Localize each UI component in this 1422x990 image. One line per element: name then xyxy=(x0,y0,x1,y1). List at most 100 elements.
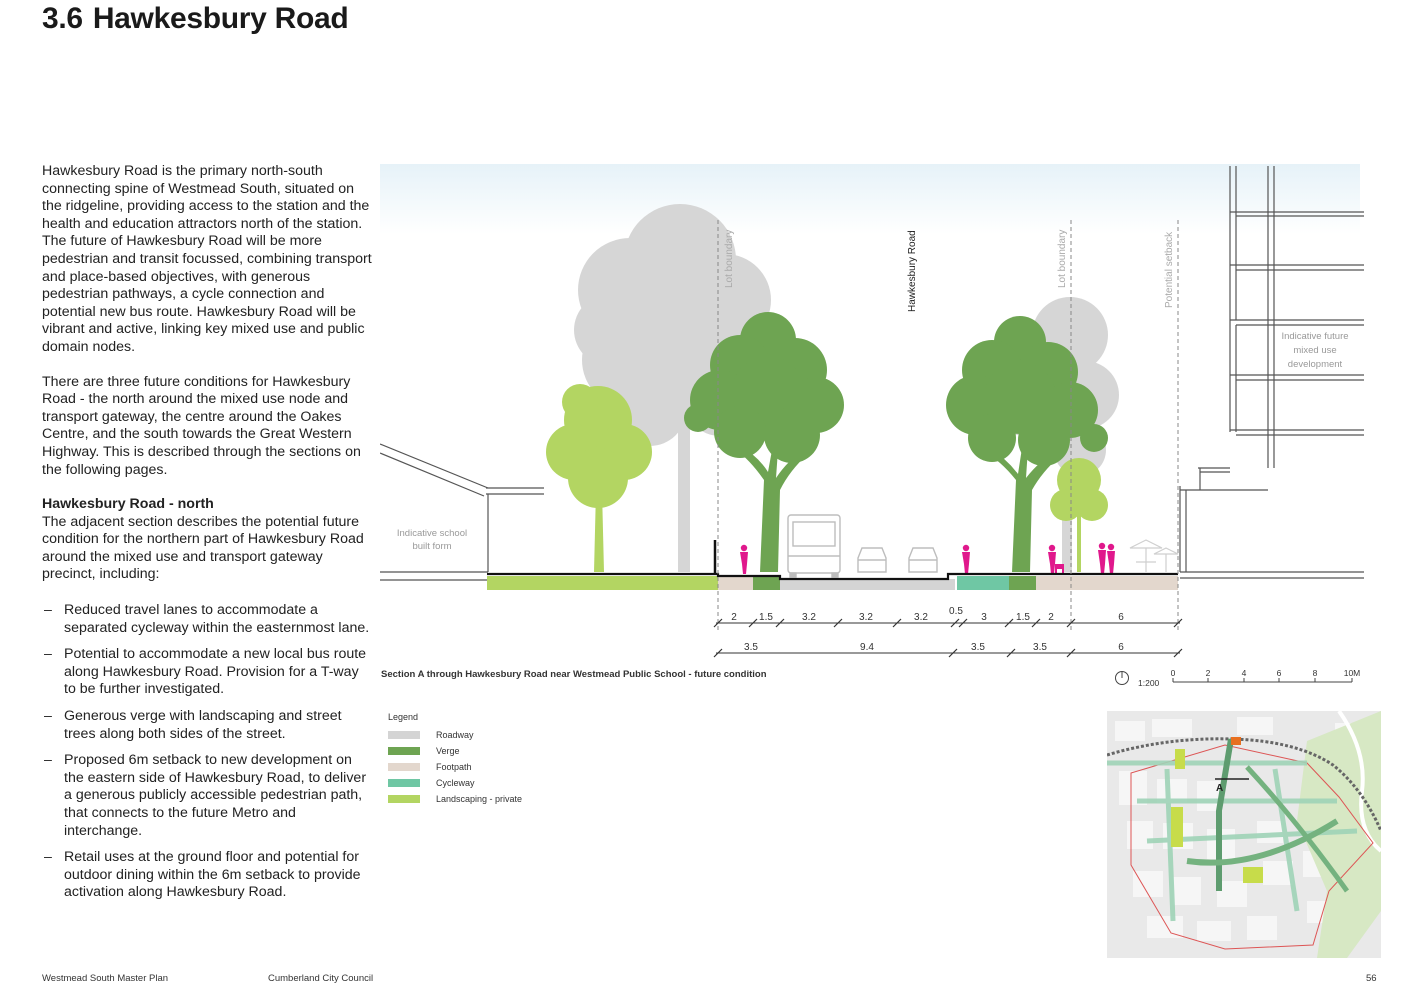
reference-lines xyxy=(717,220,1179,630)
railway-line xyxy=(1107,737,1381,832)
dim-label: 1.5 xyxy=(1016,612,1030,623)
precinct-boundary xyxy=(1130,744,1374,950)
legend-label: Cycleway xyxy=(436,778,475,788)
dim-label: 2 xyxy=(731,612,737,623)
cycleway xyxy=(957,576,1009,590)
dim-label: 3.2 xyxy=(914,612,928,623)
scale-tick: 2 xyxy=(1206,668,1211,678)
dim-label: 3.5 xyxy=(1033,642,1047,653)
scale-tick: 0 xyxy=(1171,668,1176,678)
section-marker-label: A xyxy=(1216,783,1223,794)
dev-label-2: mixed use xyxy=(1293,345,1336,356)
street-tree-right xyxy=(946,316,1108,572)
diagonal-route-map xyxy=(1245,765,1350,893)
bullet-item: Generous verge with landscaping and stre… xyxy=(42,708,372,743)
scale-ratio: 1:200 xyxy=(1138,678,1160,688)
legend-label: Roadway xyxy=(436,730,474,740)
dim-label: 3.5 xyxy=(971,642,985,653)
landscaping-tree-left xyxy=(546,384,652,572)
pedestrian-icon xyxy=(1098,542,1106,574)
scale-bar: 1:200 0 2 4 6 8 10M xyxy=(1115,668,1361,688)
open-spaces xyxy=(1171,749,1263,883)
legend-swatch xyxy=(388,731,420,739)
school-label-1: Indicative school xyxy=(397,528,467,539)
footpath-right xyxy=(1036,576,1071,590)
dimension-lines xyxy=(713,618,1183,658)
legend-item: Roadway xyxy=(388,727,522,743)
legend-label: Verge xyxy=(436,746,460,756)
legend-label: Footpath xyxy=(436,762,472,772)
verge-right xyxy=(1009,576,1036,590)
intro-paragraph-1: Hawkesbury Road is the primary north-sou… xyxy=(42,163,372,355)
footer-page-number: 56 xyxy=(1366,973,1377,984)
legend-swatch xyxy=(388,747,420,755)
pedestrian-icon xyxy=(962,544,970,574)
pedestrian-icon xyxy=(740,544,748,574)
setback-label: Potential setback xyxy=(1164,231,1175,308)
legend-swatch xyxy=(388,763,420,771)
scale-tick: 10M xyxy=(1344,668,1361,678)
dim-label: 0.5 xyxy=(949,606,963,617)
dim-label: 3.2 xyxy=(859,612,873,623)
dim-label: 3 xyxy=(981,612,987,623)
metro-station-icon xyxy=(1231,737,1241,745)
landscaping-strip-left xyxy=(487,576,718,590)
body-text-column: Hawkesbury Road is the primary north-sou… xyxy=(42,163,372,911)
page-title: 3.6 Hawkesbury Road xyxy=(42,2,349,36)
dim-label: 3.2 xyxy=(802,612,816,623)
school-building xyxy=(380,443,544,581)
footer-document-title: Westmead South Master Plan xyxy=(42,973,169,984)
development-label: Indicative future mixed use development xyxy=(1281,331,1348,370)
verge-left xyxy=(753,576,780,590)
intro-paragraph-2: There are three future conditions for Ha… xyxy=(42,373,361,478)
roadway xyxy=(780,579,955,590)
landscaping-tree-right xyxy=(1050,458,1108,572)
outdoor-dining-icon xyxy=(1129,539,1179,572)
footpath-left xyxy=(718,576,753,590)
north-bullet-list: Reduced travel lanes to accommodate a se… xyxy=(42,602,372,902)
legend-label: Landscaping - private xyxy=(436,794,523,804)
road-name-label: Hawkesbury Road xyxy=(907,230,918,312)
setback-footpath xyxy=(1071,576,1178,590)
section-title: Hawkesbury Road xyxy=(92,2,349,35)
bullet-item: Retail uses at the ground floor and pote… xyxy=(42,849,372,902)
bullet-item: Proposed 6m setback to new development o… xyxy=(42,752,372,840)
dim-label: 3.5 xyxy=(744,642,758,653)
dev-label-3: development xyxy=(1288,359,1343,370)
section-number: 3.6 xyxy=(42,2,83,35)
ground-line xyxy=(487,572,1178,581)
legend-item: Cycleway xyxy=(388,775,522,791)
dog-icon xyxy=(1055,564,1064,573)
section-caption: Section A through Hawkesbury Road near W… xyxy=(381,669,767,680)
north-paragraph: The adjacent section describes the poten… xyxy=(42,513,364,583)
dim-label: 1.5 xyxy=(759,612,773,623)
street-tree-left xyxy=(684,312,844,572)
sky-gradient xyxy=(380,164,1360,234)
footer-council: Cumberland City Council xyxy=(268,973,374,984)
legend-title: Legend xyxy=(388,712,419,722)
river xyxy=(1337,711,1381,853)
car-icon xyxy=(857,547,887,573)
parkland xyxy=(1297,711,1381,958)
bullet-item: Reduced travel lanes to accommodate a se… xyxy=(42,602,372,637)
key-map: A xyxy=(1107,711,1381,958)
car-icon xyxy=(908,547,938,573)
dim-label: 2 xyxy=(1048,612,1054,623)
dim-label: 6 xyxy=(1118,642,1124,653)
bus-icon xyxy=(787,514,841,578)
lot-boundary-label-right: Lot boundary xyxy=(1057,230,1068,288)
legend: Legend Roadway Verge Footpath Cycleway L… xyxy=(388,712,522,807)
pedestrian-icon xyxy=(1107,543,1115,574)
scale-tick: 8 xyxy=(1313,668,1318,678)
bullet-item: Potential to accommodate a new local bus… xyxy=(42,646,372,699)
north-heading: Hawkesbury Road - north xyxy=(42,496,214,513)
dimension-labels-bottom: 3.5 9.4 3.5 3.5 6 xyxy=(744,642,1124,653)
scale-tick: 6 xyxy=(1277,668,1282,678)
mixed-use-building xyxy=(1179,166,1364,579)
scale-tick: 4 xyxy=(1242,668,1247,678)
ground-surfaces xyxy=(487,576,1178,590)
pedestrian-icon xyxy=(1048,544,1056,574)
legend-swatch xyxy=(388,779,420,787)
lot-boundary-label-left: Lot boundary xyxy=(724,230,735,288)
dev-label-1: Indicative future xyxy=(1281,331,1348,342)
